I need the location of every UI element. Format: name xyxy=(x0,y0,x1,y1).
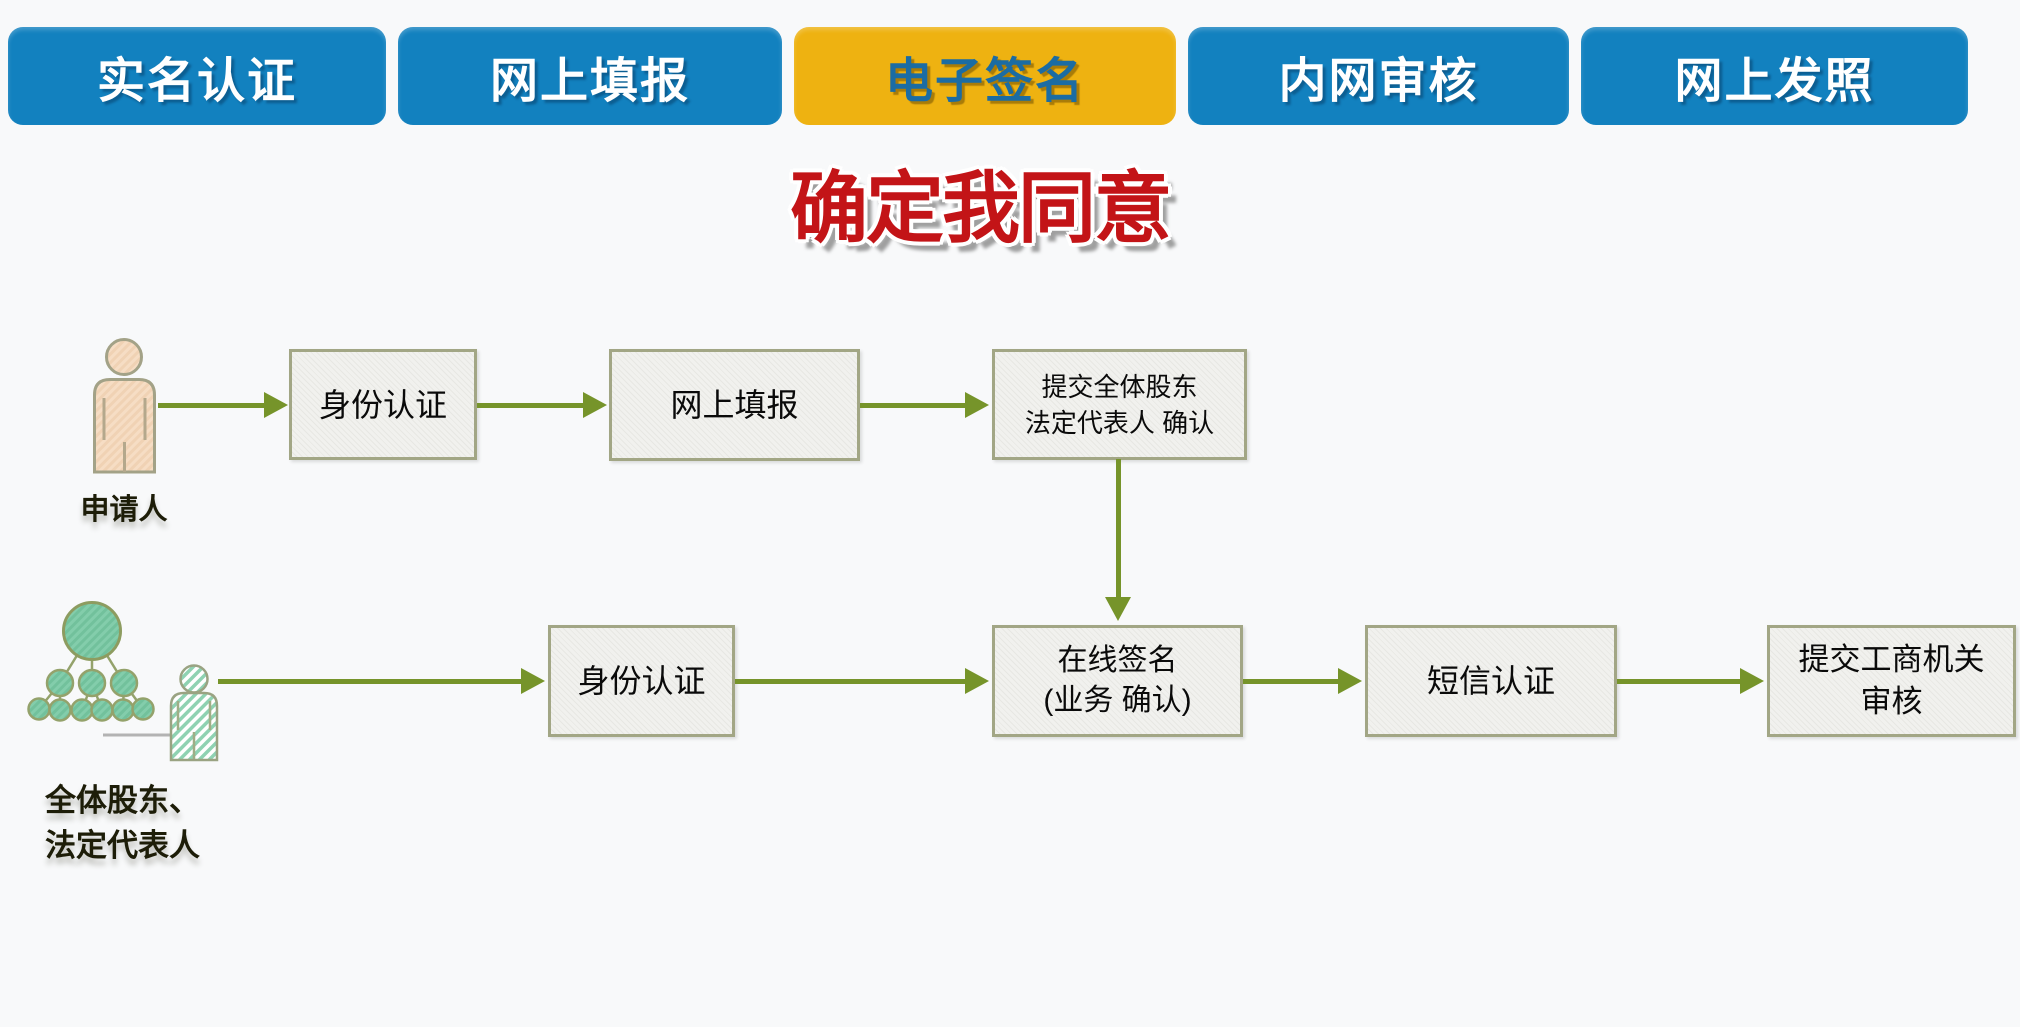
arrow-head xyxy=(965,392,989,418)
arrow-line xyxy=(1617,679,1741,684)
flow-box-submit-authority-review: 提交工商机关 审核 xyxy=(1767,625,2016,737)
page-title: 确定我同意 xyxy=(789,164,1172,252)
flow-box-submit-shareholder-confirm: 提交全体股东 法定代表人 确认 xyxy=(992,349,1247,460)
flow-box-online-filing: 网上填报 xyxy=(609,349,860,461)
flow-box-sms-auth: 短信认证 xyxy=(1365,625,1617,737)
arrow-line xyxy=(218,679,522,684)
flow-box-identity-auth-row2: 身份认证 xyxy=(548,625,735,737)
arrow-line xyxy=(735,679,966,684)
arrow-line xyxy=(158,403,265,408)
tab-intranet-review[interactable]: 内网审核 xyxy=(1188,27,1569,125)
arrow-head xyxy=(583,392,607,418)
arrow-line-down xyxy=(1116,459,1121,599)
flow-box-online-signature: 在线签名 (业务 确认) xyxy=(992,625,1243,737)
group-icon xyxy=(27,601,219,762)
arrow-line xyxy=(1243,679,1339,684)
arrow-head xyxy=(965,668,989,694)
flow-box-identity-auth-row1: 身份认证 xyxy=(289,349,477,460)
tab-online-filing[interactable]: 网上填报 xyxy=(398,27,782,125)
person-icon xyxy=(93,338,156,474)
arrow-head xyxy=(264,392,288,418)
tab-real-name-auth[interactable]: 实名认证 xyxy=(8,27,386,125)
arrow-head-down xyxy=(1105,597,1131,621)
arrow-head xyxy=(521,668,545,694)
tab-e-signature[interactable]: 电子签名 xyxy=(794,27,1176,125)
applicant-label: 申请人 xyxy=(80,494,168,526)
arrow-head xyxy=(1740,668,1764,694)
arrow-line xyxy=(860,403,966,408)
arrow-line xyxy=(477,403,584,408)
shareholders-label: 全体股东、 法定代表人 xyxy=(45,783,200,863)
tab-online-license-issue[interactable]: 网上发照 xyxy=(1581,27,1968,125)
arrow-head xyxy=(1338,668,1362,694)
